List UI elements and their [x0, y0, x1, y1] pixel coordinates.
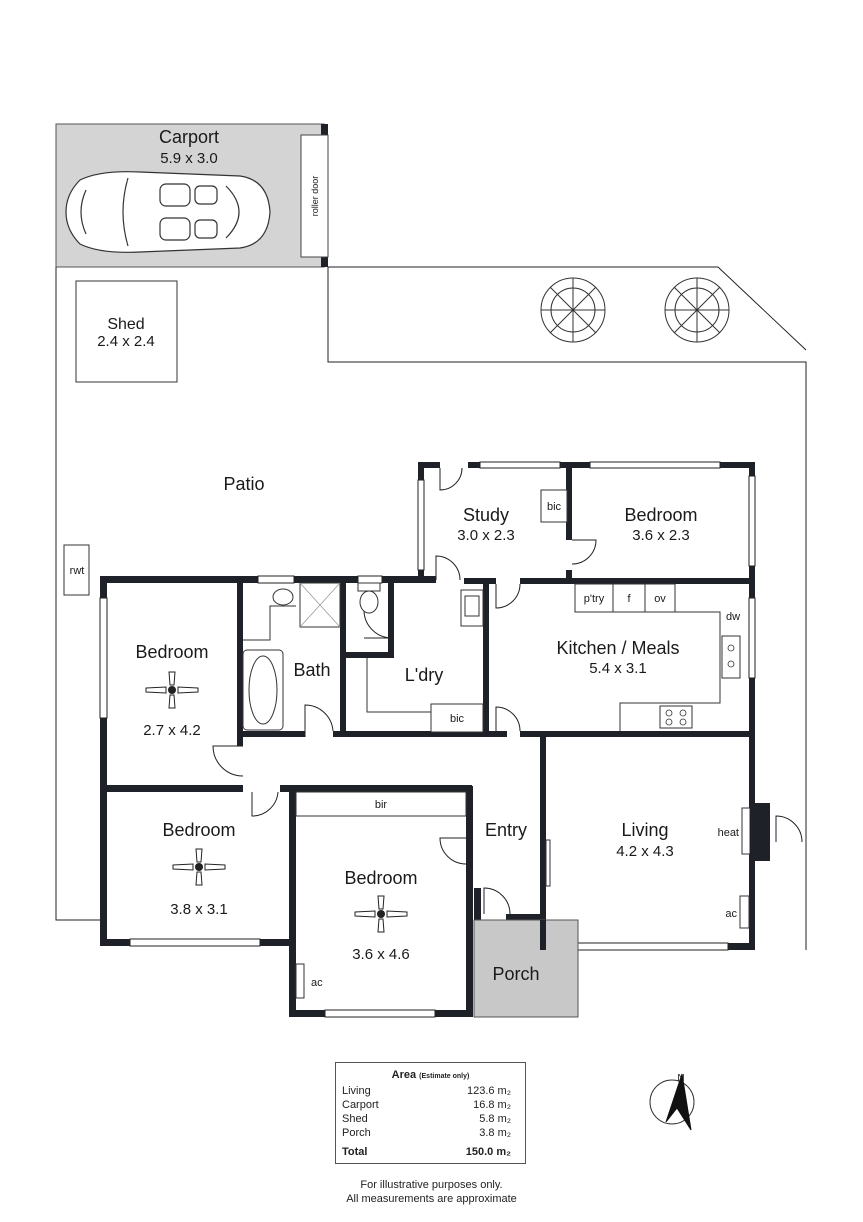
laundry-name: L'dry: [405, 665, 443, 685]
laundry-bic-label: bic: [450, 713, 465, 725]
laundry-room: bic L'dry: [366, 589, 484, 733]
house-walls: [100, 462, 755, 1017]
tree-icon: [540, 277, 606, 343]
bedroom-w-dims: 2.7 x 4.2: [143, 722, 201, 739]
area-table-note: (Estimate only): [419, 1073, 470, 1080]
bedroom-ne-name: Bedroom: [624, 505, 697, 525]
kitchen-meals: p'try f ov dw Kitchen / Meals 5.4 x 3.1: [556, 583, 741, 731]
area-row-shed: Shed 5.8 m₂: [342, 1113, 511, 1125]
fridge-label: f: [627, 593, 631, 605]
living-ac-label: ac: [725, 908, 737, 920]
bath-name: Bath: [293, 660, 330, 680]
area-table: Area (Estimate only) Living 123.6 m₂ Car…: [335, 1062, 526, 1164]
bedroom-ne-dims: 3.6 x 2.3: [632, 527, 690, 544]
area-row-carport: Carport 16.8 m₂: [342, 1099, 511, 1111]
ceiling-fan-icon: [145, 671, 199, 709]
shed-name: Shed: [107, 316, 144, 333]
doors: [212, 467, 803, 915]
pantry-label: p'try: [584, 593, 605, 605]
bedroom-sw-dims: 3.8 x 3.1: [170, 901, 228, 918]
kitchen-dims: 5.4 x 3.1: [589, 660, 647, 677]
roller-door-label: roller door: [310, 176, 320, 217]
compass-icon: N: [649, 1073, 695, 1131]
carport-name: Carport: [159, 127, 219, 147]
study-bic-label: bic: [547, 501, 562, 513]
porch: Porch: [473, 919, 579, 1018]
shed: Shed 2.4 x 2.4: [75, 280, 178, 383]
carport-dims: 5.9 x 3.0: [160, 150, 218, 167]
entry-name: Entry: [485, 820, 527, 840]
kitchen-name: Kitchen / Meals: [556, 638, 679, 658]
heater-label: heat: [718, 827, 739, 839]
bedroom-s-dims: 3.6 x 4.6: [352, 946, 410, 963]
shed-dims: 2.4 x 2.4: [97, 333, 155, 350]
bedroom-sw-name: Bedroom: [162, 820, 235, 840]
bath-room: Bath: [242, 582, 341, 731]
disclaimer-line-2: All measurements are approximate: [346, 1193, 517, 1205]
living-room: heat ac Living 4.2 x 4.3: [616, 803, 770, 929]
porch-name: Porch: [492, 964, 539, 984]
ceiling-fan-icon: [354, 895, 408, 933]
bedroom-s-name: Bedroom: [344, 868, 417, 888]
bedroom-s: bir ac Bedroom 3.6 x 4.6: [295, 791, 467, 999]
living-name: Living: [621, 820, 668, 840]
dishwasher-label: dw: [726, 611, 740, 623]
disclaimer: For illustrative purposes only. All meas…: [300, 1178, 563, 1206]
bedroom-w-name: Bedroom: [135, 642, 208, 662]
tree-icon: [664, 277, 730, 343]
area-row-total: Total 150.0 m₂: [342, 1146, 511, 1158]
disclaimer-line-1: For illustrative purposes only.: [360, 1179, 503, 1191]
patio-label: Patio: [223, 474, 264, 494]
rwt-label: rwt: [70, 565, 85, 577]
area-row-porch: Porch 3.8 m₂: [342, 1127, 511, 1139]
compass-north-label: N: [677, 1073, 684, 1084]
car-icon: [65, 171, 271, 253]
area-row-living: Living 123.6 m₂: [342, 1085, 511, 1097]
yard-boundary: [55, 266, 807, 950]
area-table-title: Area (Estimate only): [391, 1069, 470, 1081]
bedroom-s-ac-label: ac: [311, 977, 323, 989]
toilet-icon: [357, 582, 381, 614]
living-dims: 4.2 x 4.3: [616, 843, 674, 860]
study-name: Study: [463, 505, 509, 525]
rainwater-tank: rwt: [63, 544, 90, 596]
carport: roller door Carport 5.9 x 3.0: [55, 123, 329, 268]
windows: [99, 461, 756, 1018]
study-dims: 3.0 x 2.3: [457, 527, 515, 544]
oven-label: ov: [654, 593, 666, 605]
study: bic Study 3.0 x 2.3: [457, 489, 568, 544]
bir-label: bir: [375, 799, 388, 811]
ceiling-fan-icon: [172, 848, 226, 886]
